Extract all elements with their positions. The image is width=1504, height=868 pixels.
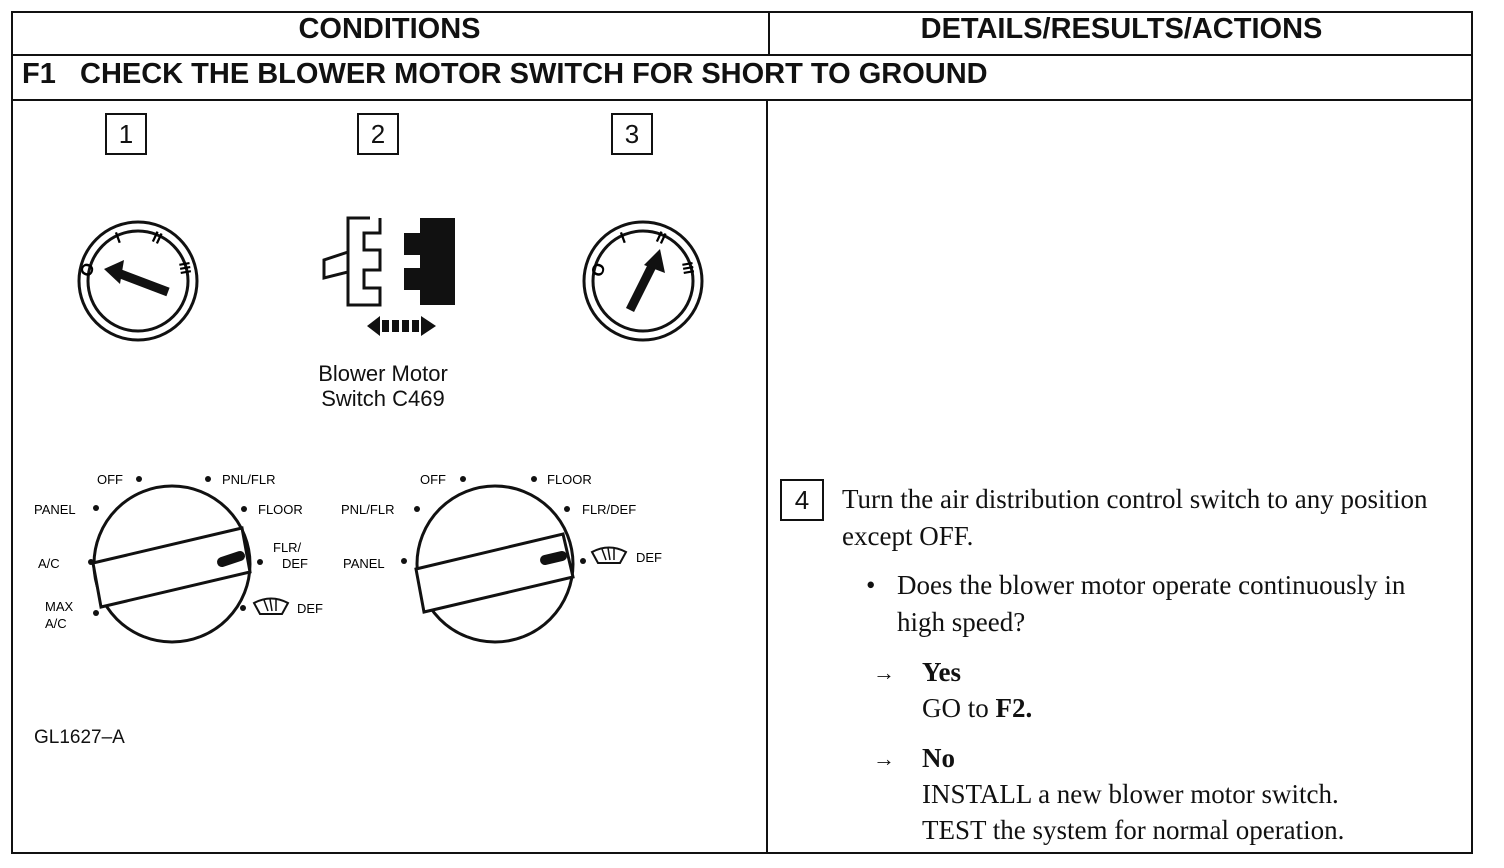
knob-left-flr-def-1: FLR/ (273, 540, 302, 555)
instruction-text: Turn the air distribution control switch… (842, 484, 1428, 551)
knob-right-off: OFF (420, 472, 446, 487)
procedure-table (11, 11, 1473, 854)
no-response: No INSTALL a new blower motor switch. TE… (922, 740, 1462, 848)
step-code: F1 (22, 58, 56, 90)
knob-right-def: DEF (636, 550, 662, 565)
step-box-2: 2 (357, 113, 399, 155)
dial-mark-1: I (113, 230, 123, 247)
knob-left-floor: FLOOR (258, 502, 303, 517)
knob-left-panel: PANEL (34, 502, 76, 517)
yes-action-link[interactable]: F2. (995, 693, 1033, 723)
figure-id: GL1627–A (34, 727, 125, 748)
knob-left-pnl-flr: PNL/FLR (222, 472, 275, 487)
yes-action-prefix: GO to (922, 693, 996, 723)
knob-left-off: OFF (97, 472, 123, 487)
yes-arrow-icon: → (873, 660, 895, 685)
connector-c469 (322, 216, 455, 336)
dial3-mark-1: I (618, 230, 628, 247)
knob-left-max-ac-2: A/C (45, 616, 67, 631)
no-action-line2: TEST the system for normal operation. (922, 815, 1345, 845)
defrost-icon-right (590, 546, 628, 564)
mode-knob-right: OFF FLOOR PNL/FLR FLR/DEF PANEL DEF (341, 472, 662, 644)
knob-left-def: DEF (297, 601, 323, 616)
yes-label: Yes (922, 657, 961, 687)
no-arrow-icon: → (873, 746, 895, 771)
dial-mark-3: III (175, 260, 194, 275)
blower-dial-off: O I II III (76, 220, 199, 342)
knob-left-ac: A/C (38, 556, 60, 571)
details-header: DETAILS/RESULTS/ACTIONS (920, 13, 1323, 45)
column-divider-body (766, 100, 768, 854)
yes-response: Yes GO to F2. (922, 654, 1462, 726)
step-box-1: 1 (105, 113, 147, 155)
yes-action: GO to F2. (922, 690, 1462, 726)
dial-mark-0: O (76, 260, 98, 279)
step-title: F1 CHECK THE BLOWER MOTOR SWITCH FOR SHO… (22, 58, 988, 91)
no-label: No (922, 743, 955, 773)
title-row-divider (11, 99, 1473, 101)
knob-right-flr-def: FLR/DEF (582, 502, 636, 517)
knob-left-flr-def-2: DEF (282, 556, 308, 571)
knob-left-max-ac-1: MAX (45, 599, 74, 614)
no-action-line1: INSTALL a new blower motor switch. (922, 779, 1339, 809)
defrost-icon (252, 597, 290, 615)
step-box-3: 3 (611, 113, 653, 155)
step-box-4: 4 (780, 479, 824, 521)
column-divider-header (768, 11, 770, 56)
connector-caption-line1: Blower Motor (318, 361, 448, 386)
mode-knob-left: OFF PNL/FLR PANEL FLOOR A/C FLR/ DEF MAX… (34, 472, 323, 644)
dial3-mark-0: O (587, 260, 609, 279)
header-row-divider (11, 54, 1473, 56)
dial3-mark-3: III (678, 260, 697, 275)
blower-switch-illustration: O I II III O I II III (34, 216, 704, 644)
question-text: Does the blower motor operate continuous… (897, 570, 1406, 637)
conditions-header: CONDITIONS (298, 13, 481, 45)
knob-right-pnl-flr: PNL/FLR (341, 502, 394, 517)
knob-right-panel: PANEL (343, 556, 385, 571)
connector-caption-line2: Switch C469 (321, 386, 445, 411)
knob-right-floor: FLOOR (547, 472, 592, 487)
blower-dial-high: O I II III (582, 220, 704, 342)
question-bullet: • (866, 570, 876, 600)
connector-caption: Blower Motor Switch C469 (283, 361, 483, 411)
step-title-text: CHECK THE BLOWER MOTOR SWITCH FOR SHORT … (80, 58, 988, 90)
